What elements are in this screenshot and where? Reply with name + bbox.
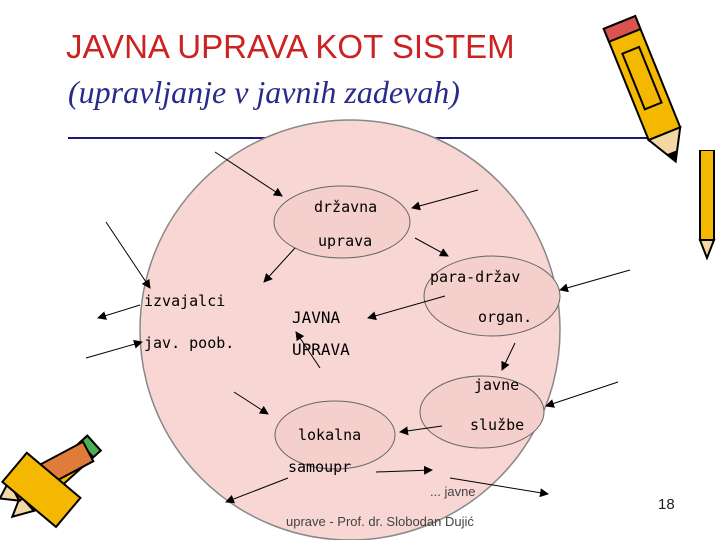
- arrow: [233, 391, 269, 415]
- arrow: [105, 221, 151, 289]
- arrow: [399, 425, 443, 436]
- arrow: [375, 465, 433, 475]
- administration-center-label: UPRAVA: [292, 340, 350, 359]
- arrow: [559, 269, 631, 293]
- slide-title: JAVNA UPRAVA KOT SISTEM: [66, 28, 515, 65]
- arrow: [367, 295, 446, 321]
- arrow: [263, 247, 296, 283]
- para-state-label: para-držav: [430, 268, 521, 286]
- arrow: [545, 381, 619, 408]
- slide-subtitle: (upravljanje v javnih zadevah): [68, 74, 460, 110]
- arrow: [449, 477, 549, 498]
- arrow: [85, 339, 143, 359]
- public-label-services: javne: [474, 376, 520, 394]
- contractors-label: izvajalci: [144, 292, 226, 310]
- footer-text-line1: ... javne: [430, 484, 476, 499]
- local-label: lokalna: [298, 426, 362, 444]
- arrow: [501, 342, 516, 371]
- administration-label: uprava: [318, 232, 373, 250]
- public-authorities-label: jav. poob.: [144, 334, 235, 352]
- pencils-icon: [0, 434, 103, 529]
- public-label: JAVNA: [292, 308, 341, 327]
- arrow: [414, 237, 449, 257]
- arrow: [97, 304, 141, 320]
- page-number: 18: [658, 496, 675, 513]
- arrow: [214, 151, 283, 197]
- state-administration-ellipse: [273, 185, 411, 259]
- para-state-organizations-ellipse: [423, 255, 561, 337]
- arrow: [295, 331, 321, 369]
- pencil-icon: [698, 150, 716, 260]
- footer-text-line2: uprave - Prof. dr. Slobodan Dujić: [286, 514, 474, 529]
- state-label: državna: [314, 198, 378, 216]
- local-self-government-ellipse: [274, 400, 396, 470]
- services-label: službe: [470, 416, 525, 434]
- public-services-ellipse: [419, 375, 545, 449]
- organizations-label: organ.: [478, 308, 533, 326]
- pencil-icon: [602, 14, 682, 164]
- arrow: [411, 189, 479, 211]
- arrow: [225, 477, 289, 504]
- self-government-label: samoupr: [288, 458, 352, 476]
